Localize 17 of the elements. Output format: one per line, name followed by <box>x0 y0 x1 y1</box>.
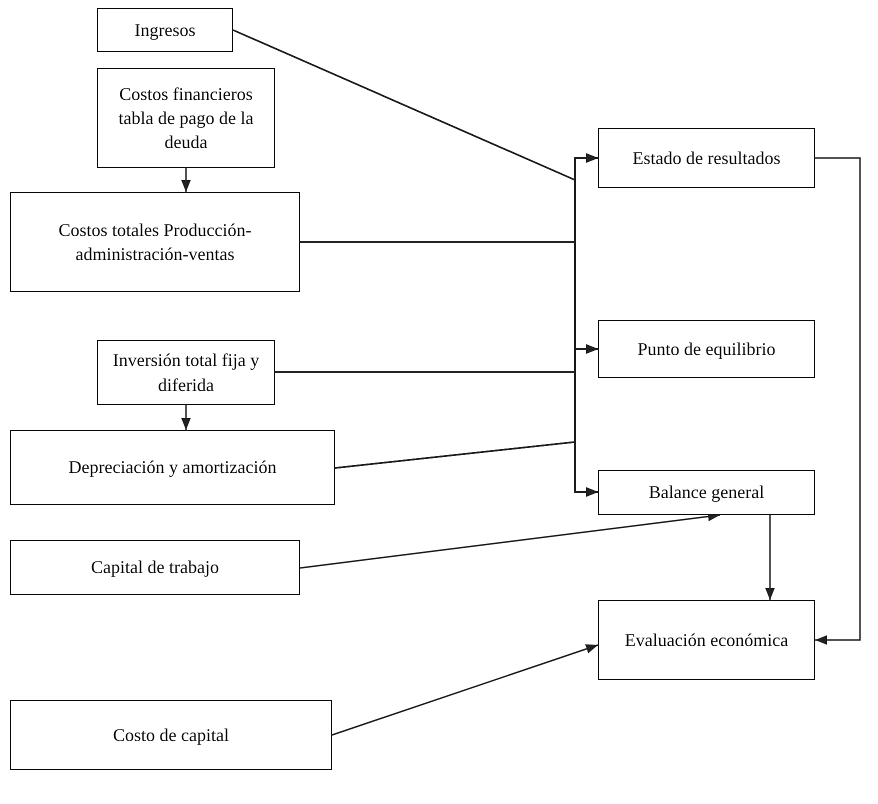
process-box: Costos financieros tabla de pago de la deuda <box>97 68 275 168</box>
arrow <box>332 644 598 736</box>
arrow <box>181 168 191 192</box>
process-box: Evaluación económica <box>598 600 815 680</box>
process-box: Capital de trabajo <box>10 540 300 595</box>
arrow <box>815 157 861 645</box>
process-box: Costo de capital <box>10 700 332 770</box>
process-box: Ingresos <box>97 8 233 52</box>
process-box: Punto de equilibrio <box>598 320 815 378</box>
process-box: Depreciación y amortización <box>10 430 335 505</box>
process-box: Estado de resultados <box>598 128 815 188</box>
arrow <box>765 515 775 600</box>
arrow <box>181 405 191 430</box>
process-box: Costos totales Producción-administración-ventas <box>10 192 300 292</box>
process-box: Inversión total fija y diferida <box>97 340 275 405</box>
process-box: Balance general <box>598 470 815 515</box>
arrow <box>334 441 598 497</box>
